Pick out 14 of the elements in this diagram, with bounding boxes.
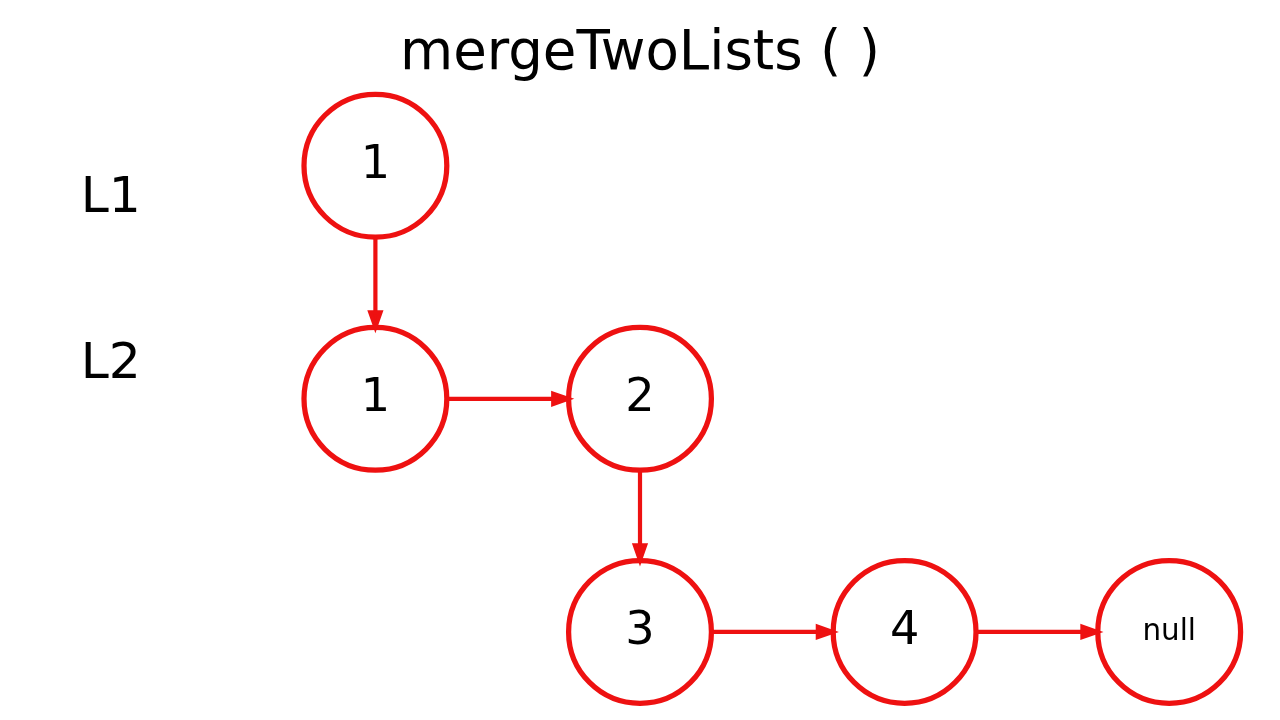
node-circle: 3	[565, 557, 715, 706]
node-circle: null	[1095, 557, 1244, 706]
arrow	[367, 237, 384, 334]
arrow	[976, 623, 1104, 641]
label: L1	[80, 165, 141, 225]
diagram-title: mergeTwoLists ( )	[399, 17, 881, 82]
arrow	[447, 390, 575, 407]
arrow	[711, 623, 839, 641]
node-circle: 1	[301, 91, 450, 240]
node-circle: 1	[301, 324, 450, 473]
arrow	[631, 470, 649, 567]
node-circle: 4	[830, 557, 979, 706]
label: L2	[80, 331, 141, 391]
node-circle: 2	[565, 324, 715, 473]
